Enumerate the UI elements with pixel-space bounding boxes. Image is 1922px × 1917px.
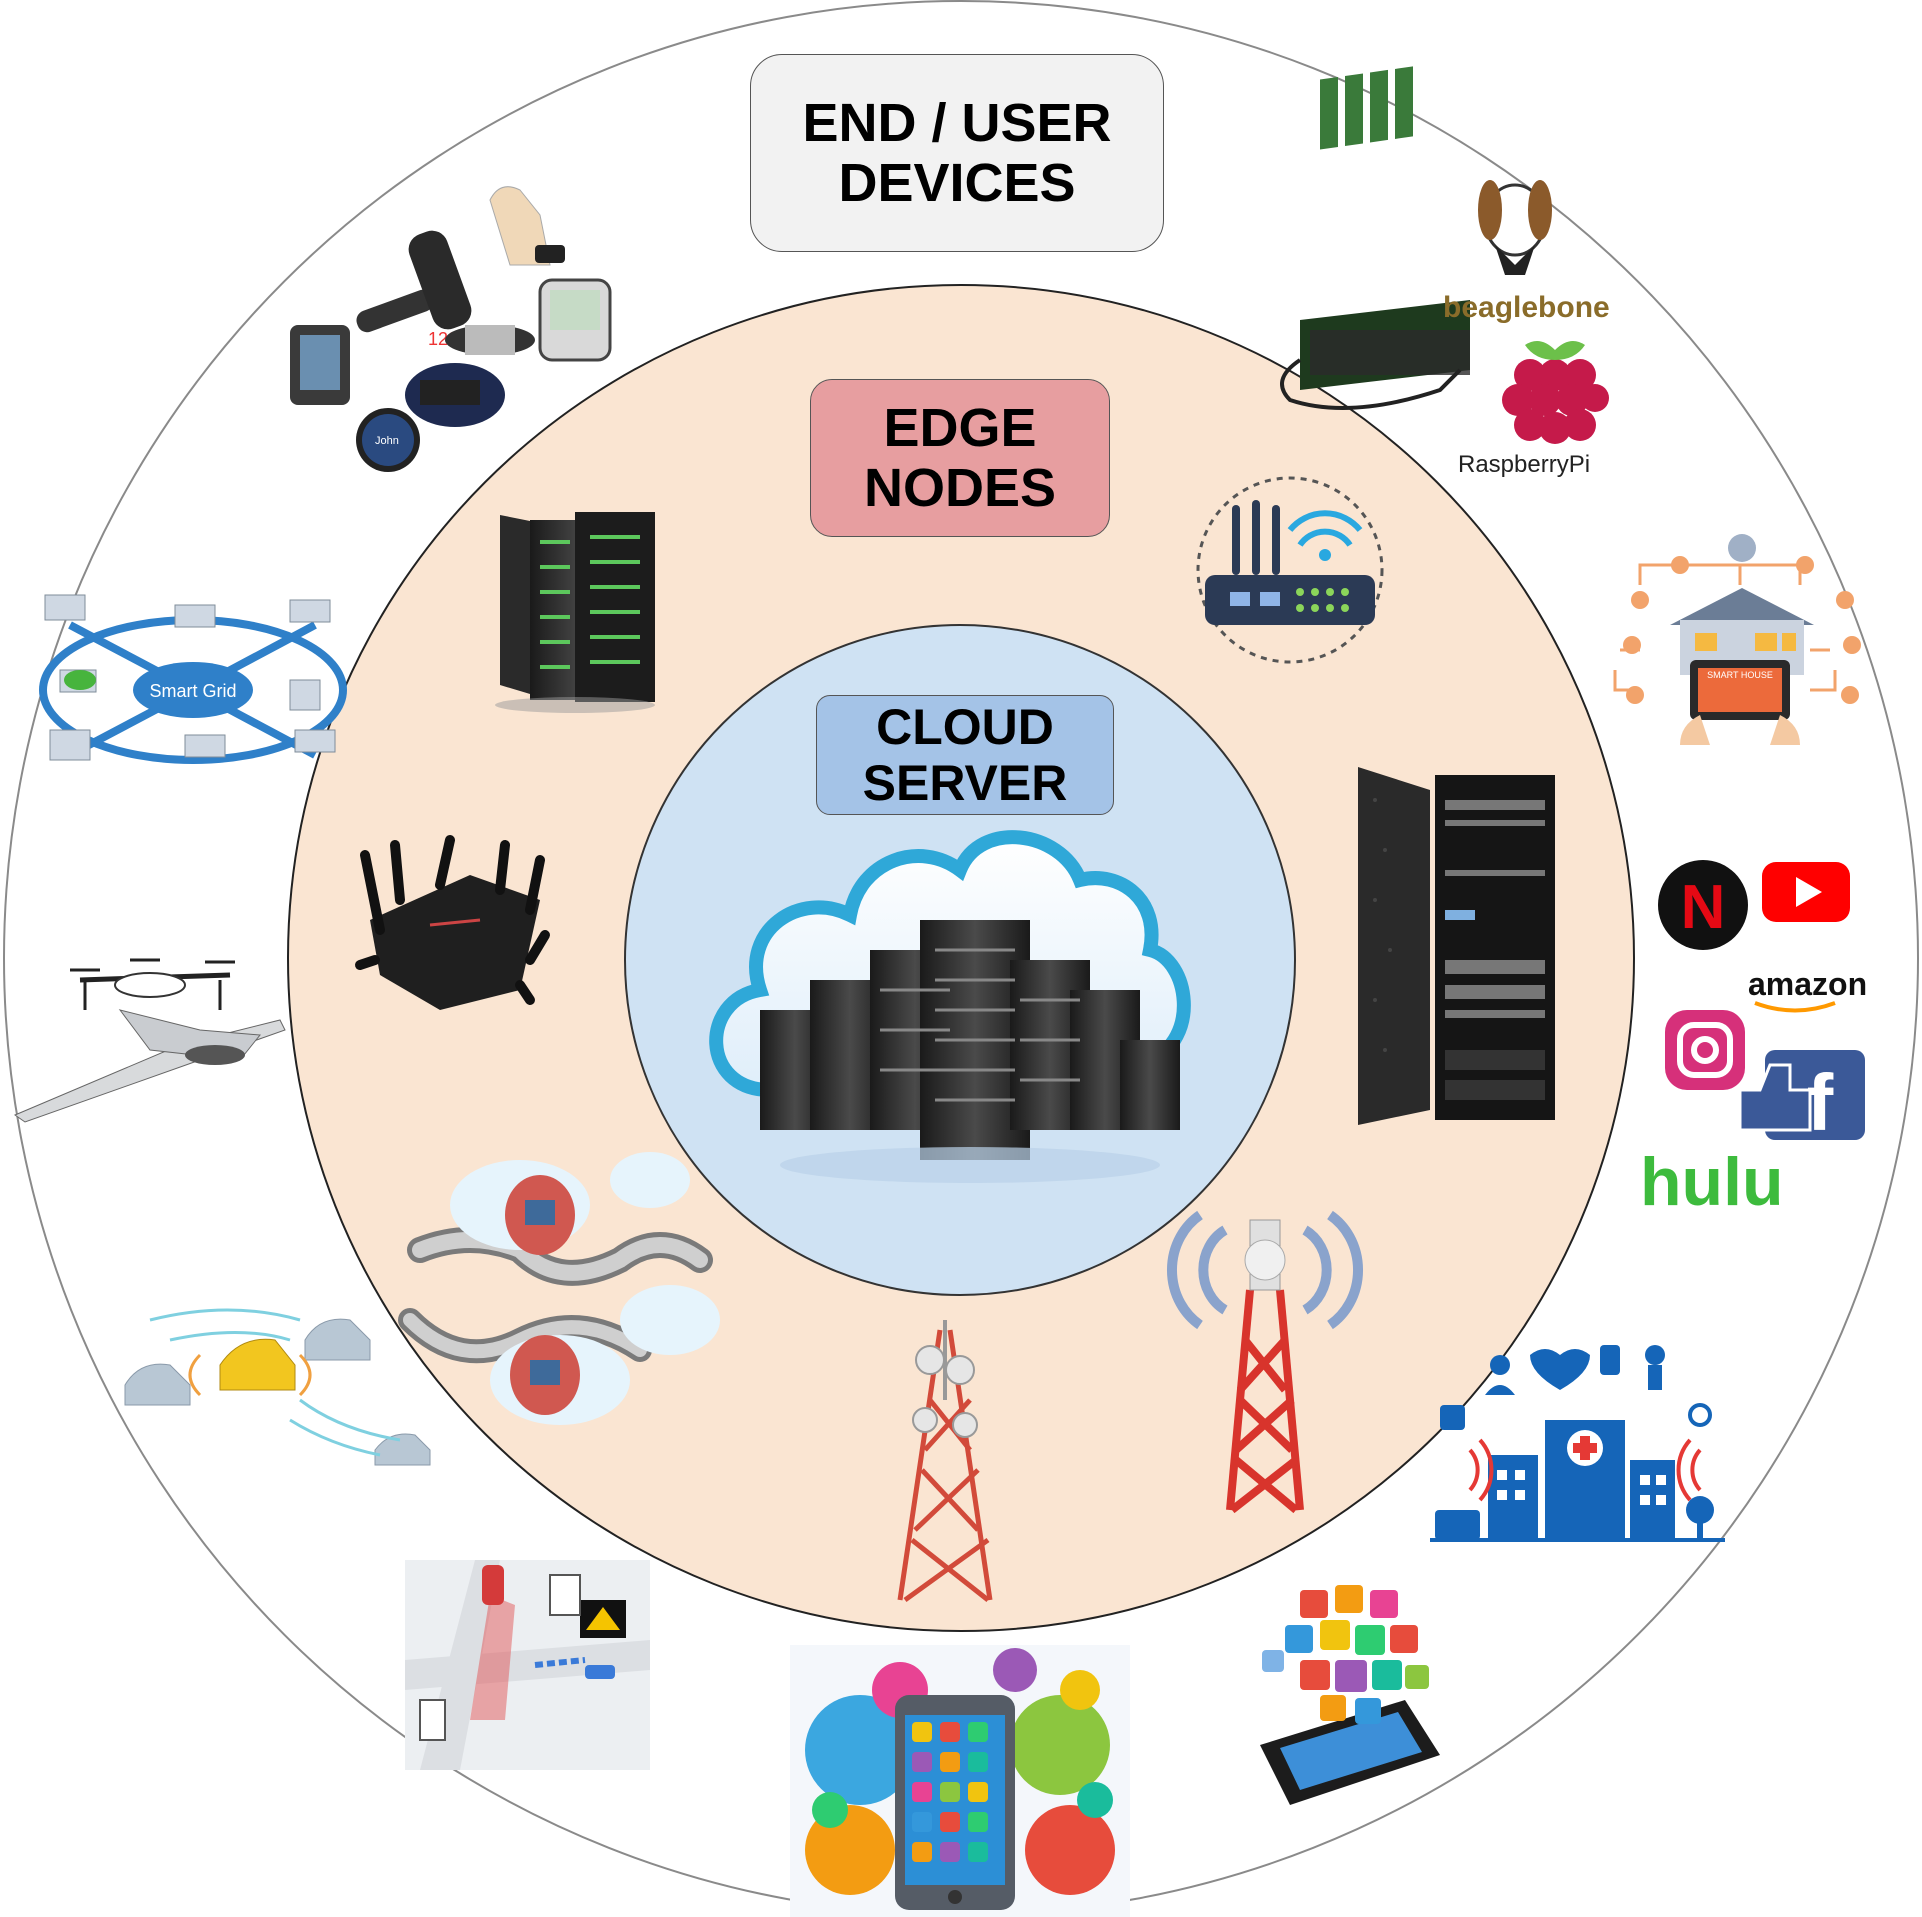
smart-house-label: SMART HOUSE — [1707, 670, 1773, 680]
smartphone-apps-icon — [790, 1645, 1130, 1917]
server-rack-double-icon — [495, 512, 655, 713]
gaming-router-icon — [355, 835, 550, 1010]
cell-tower-icon — [897, 1320, 993, 1603]
streaming-services-icons: N amazon f hulu — [1640, 860, 1867, 1220]
tablet-apps-icon — [1260, 1585, 1440, 1805]
drone-icon — [70, 958, 235, 1010]
smart-house-icon: SMART HOUSE — [1613, 534, 1861, 745]
cloud-server-label: CLOUD SERVER — [816, 695, 1114, 815]
cloud-server-label-line2: SERVER — [862, 755, 1068, 811]
netflix-logo: N — [1681, 873, 1726, 942]
cloud-pipeline-icon — [398, 1152, 720, 1425]
raspberry-pi-logo-icon — [1502, 341, 1609, 444]
traffic-intersection-icon — [405, 1560, 650, 1770]
end-user-devices-label: END / USER DEVICES — [750, 54, 1164, 252]
connected-cars-icon — [124, 1308, 431, 1466]
beagle-dog-logo-icon — [1478, 180, 1552, 275]
edge-nodes-label: EDGE NODES — [810, 379, 1110, 537]
edge-nodes-label-line1: EDGE — [883, 397, 1037, 458]
radio-tower-icon — [1166, 1210, 1364, 1514]
smart-grid-label: Smart Grid — [149, 681, 236, 701]
wearables-cluster-icon: 120 John — [290, 186, 612, 472]
uav-plane-icon — [13, 1009, 286, 1123]
edge-nodes-label-line2: NODES — [863, 458, 1057, 518]
server-cabinet-icon — [1358, 767, 1555, 1125]
beaglebone-label: beaglebone — [1443, 291, 1610, 324]
smart-hospital-icon — [1430, 1345, 1725, 1542]
end-user-devices-label-line2: DEVICES — [838, 153, 1076, 213]
hulu-logo: hulu — [1640, 1144, 1784, 1220]
cloud-datacenter-icon — [709, 830, 1191, 1183]
end-user-devices-label-line1: END / USER — [802, 92, 1112, 153]
raspberry-pi-label: RaspberryPi — [1458, 451, 1590, 478]
cloud-server-label-line1: CLOUD — [876, 699, 1054, 755]
amazon-logo: amazon — [1748, 966, 1867, 1002]
beaglebone-board-icon — [1280, 66, 1470, 410]
smart-grid-icon: Smart Grid — [39, 594, 347, 764]
wifi-router-icon — [1196, 476, 1384, 664]
watch-display-text: John — [375, 435, 399, 447]
